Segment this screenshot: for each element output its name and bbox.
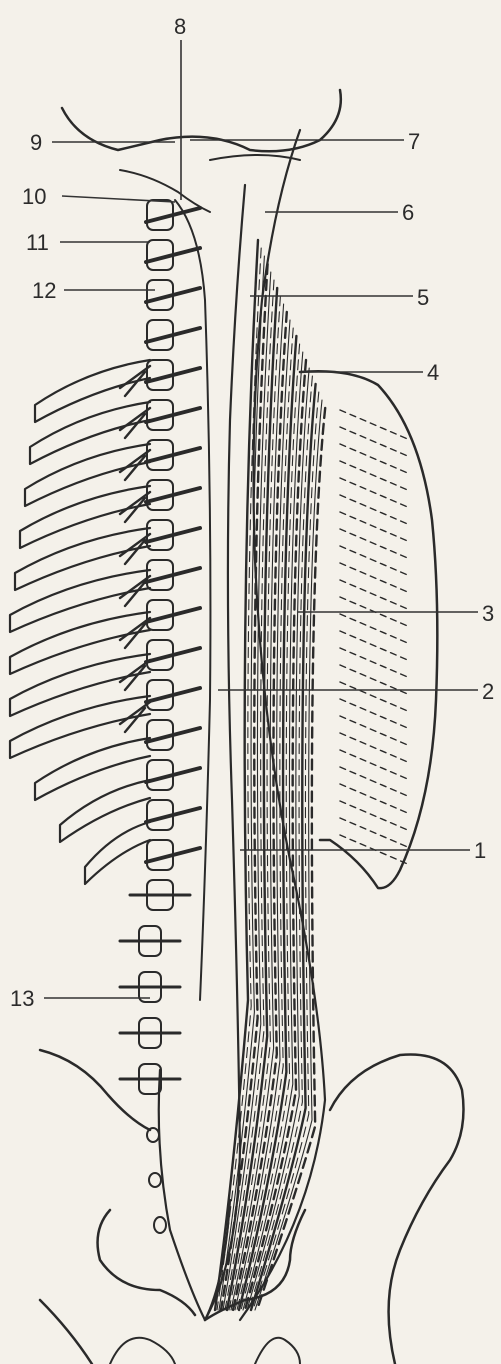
label-1: 1 — [474, 838, 486, 863]
pelvis — [40, 1050, 464, 1364]
scapula-hatch-line — [340, 801, 410, 831]
deep-back-muscles — [205, 130, 325, 1320]
leader-lines — [44, 40, 478, 998]
label-13: 13 — [10, 986, 34, 1011]
label-8: 8 — [174, 14, 186, 39]
ribs-left — [10, 360, 150, 884]
spinal-border — [175, 200, 210, 1000]
scapula-hatch-line — [340, 444, 410, 474]
scapula-hatch-line — [340, 563, 410, 593]
scapula-hatch-line — [340, 631, 410, 661]
scapula-hatch-line — [340, 733, 410, 763]
label-12: 12 — [32, 278, 56, 303]
scapula-hatch-line — [340, 478, 410, 508]
rib — [35, 360, 150, 422]
scapula-hatch-line — [340, 614, 410, 644]
label-10: 10 — [22, 184, 46, 209]
scapula-hatch-line — [340, 767, 410, 797]
scapula-hatch-line — [340, 818, 410, 848]
label-9: 9 — [30, 130, 42, 155]
scapula-hatch-line — [340, 750, 410, 780]
label-4: 4 — [427, 360, 439, 385]
scapula-hatch-line — [340, 682, 410, 712]
label-2: 2 — [482, 679, 494, 704]
label-3: 3 — [482, 601, 494, 626]
rib — [35, 738, 150, 800]
rib — [25, 444, 150, 506]
scapula-hatch-line — [340, 716, 410, 746]
label-6: 6 — [402, 200, 414, 225]
scapula-hatch-line — [340, 784, 410, 814]
scapula-hatch-line — [340, 580, 410, 610]
scapula-hatch-line — [340, 529, 410, 559]
scapula-hatch-line — [340, 427, 410, 457]
scapula-hatch-line — [340, 512, 410, 542]
label-11: 11 — [26, 230, 49, 255]
scapula-hatch-line — [340, 648, 410, 678]
scapula-hatch-line — [340, 546, 410, 576]
rib — [85, 822, 150, 884]
scapula-hatch-line — [340, 461, 410, 491]
scapula-hatch-line — [340, 699, 410, 729]
label-7: 7 — [408, 129, 420, 154]
rib — [30, 402, 150, 464]
skull-base — [62, 90, 341, 212]
vertebral-column — [120, 200, 210, 1094]
scapula-hatch-line — [340, 495, 410, 525]
rib — [60, 780, 150, 842]
label-5: 5 — [417, 285, 429, 310]
